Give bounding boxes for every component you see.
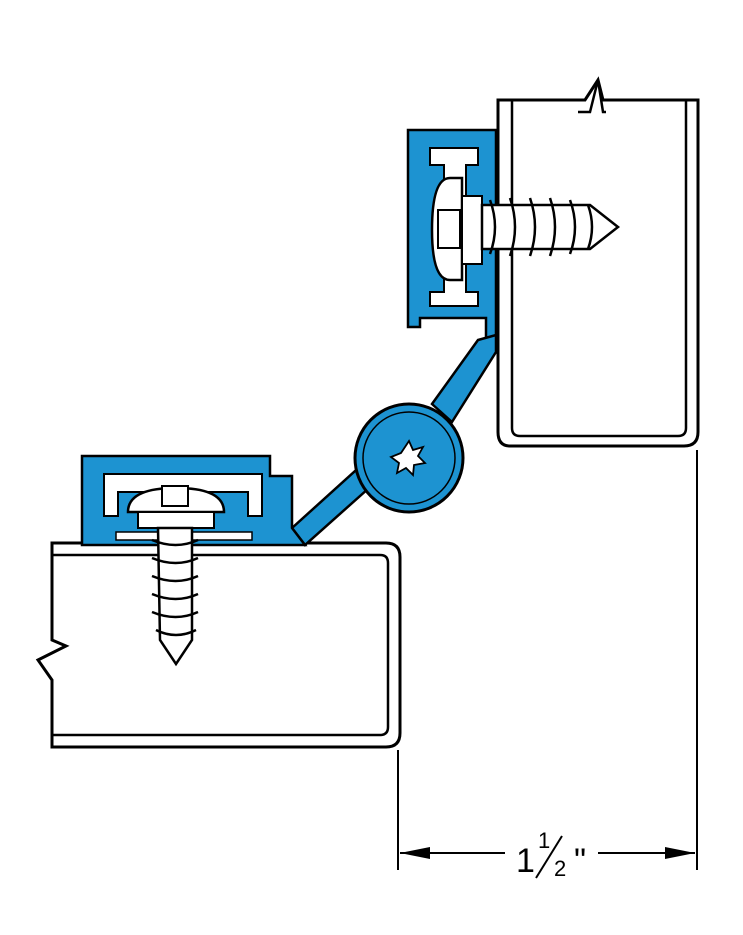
arrowhead-left-icon	[400, 847, 430, 859]
upper-screw-threads	[488, 197, 594, 257]
dimension-annotation: 1 1 2 "	[397, 450, 698, 881]
lower-leaf-slot	[103, 473, 263, 517]
lower-screw	[126, 485, 226, 667]
upper-frame-outer	[496, 76, 700, 448]
hinge-diagonal-arm	[430, 333, 498, 424]
arrowhead-right-icon	[665, 847, 695, 859]
lower-screw-threads	[151, 538, 199, 637]
lower-screw-shank	[156, 526, 194, 667]
lower-screw-washer	[137, 511, 215, 529]
torx-star-icon	[389, 439, 427, 477]
upper-frame-inner	[510, 100, 688, 438]
upper-screw-socket	[437, 209, 461, 249]
lower-frame-outer	[35, 541, 402, 749]
lower-frame	[35, 541, 402, 749]
pivot-knuckle-inner-ring	[362, 411, 456, 505]
lower-frame-inner	[52, 553, 390, 737]
dimension-numerator: 1	[538, 828, 550, 853]
upper-screw-washer	[461, 195, 483, 265]
lower-screw-socket	[161, 485, 189, 507]
upper-frame	[496, 76, 700, 448]
upper-screw-shank	[480, 203, 621, 251]
hinge-extrusion	[80, 128, 498, 547]
dimension-whole: 1	[516, 842, 535, 880]
dimension-denominator: 2	[554, 856, 566, 881]
upper-screw	[430, 176, 621, 282]
upper-frame-break-mark	[578, 79, 606, 114]
dimension-fraction-bar	[535, 835, 563, 879]
dimension-inch-mark: "	[574, 842, 586, 880]
